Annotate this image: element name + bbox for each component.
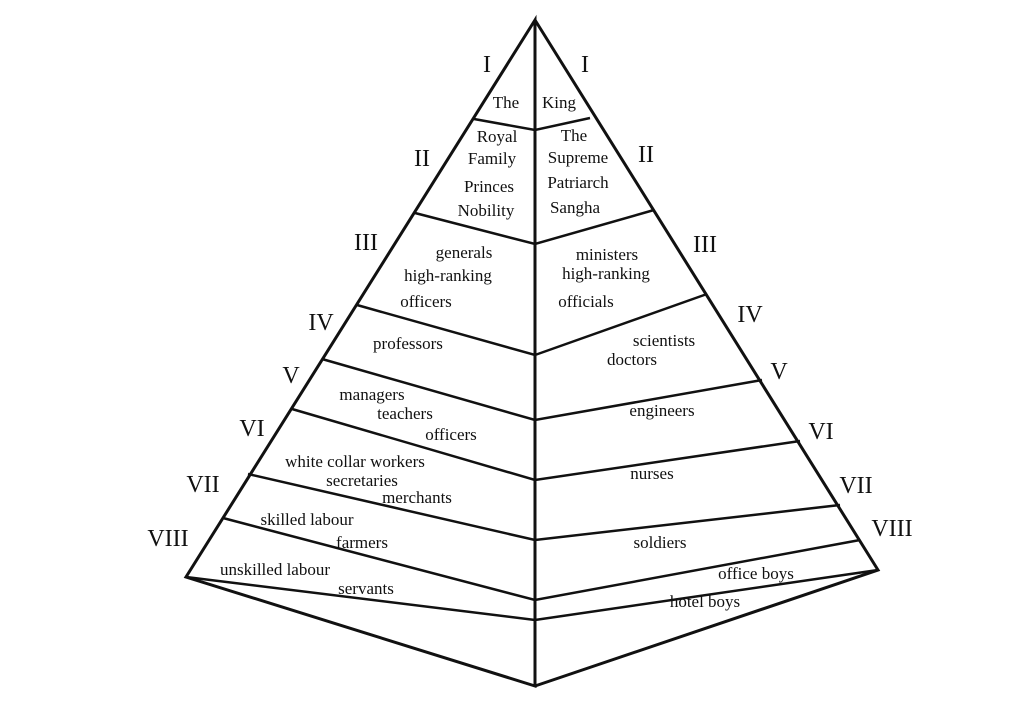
level-2-left-line-1: Royal xyxy=(477,127,518,146)
numerals-left: I II III IV V VI VII VIII xyxy=(147,52,491,552)
level-1-right-line-1: King xyxy=(542,93,577,112)
level-3-left-line-3: officers xyxy=(400,292,452,311)
numeral-left-4: IV xyxy=(308,310,334,336)
level-8-left-line-1: unskilled labour xyxy=(220,560,330,579)
level-4-right-line-1: scientists xyxy=(633,331,695,350)
numeral-right-4: IV xyxy=(737,302,763,328)
level-3-left-line-1: generals xyxy=(436,243,493,262)
level-3-labels: generals high-ranking officers ministers… xyxy=(400,243,650,311)
level-8-labels: unskilled labour servants office boys ho… xyxy=(220,560,794,611)
numeral-right-1: I xyxy=(581,52,589,78)
numeral-left-2: II xyxy=(414,146,430,172)
level-7-labels: skilled labour farmers soldiers xyxy=(260,510,686,552)
level-4-labels: professors scientists doctors xyxy=(373,331,695,369)
level-3-right-line-2: high-ranking xyxy=(562,264,650,283)
numeral-right-5: V xyxy=(770,359,788,385)
level-1-left-line-1: The xyxy=(493,93,519,112)
level-2-left-line-3: Princes xyxy=(464,177,514,196)
level-4-right-line-2: doctors xyxy=(607,350,657,369)
numeral-left-5: V xyxy=(282,363,300,389)
level-3-right-line-1: ministers xyxy=(576,245,638,264)
level-2-right-line-1: The xyxy=(561,126,587,145)
numerals-right: I II III IV V VI VII VIII xyxy=(581,52,913,542)
numeral-left-7: VII xyxy=(186,472,219,498)
level-2-right-line-4: Sangha xyxy=(550,198,601,217)
level-8-right-line-1: office boys xyxy=(718,564,794,583)
numeral-right-6: VI xyxy=(808,419,833,445)
numeral-left-3: III xyxy=(354,230,378,256)
level-5-left-line-2: teachers xyxy=(377,404,433,423)
level-4-left-line-1: professors xyxy=(373,334,443,353)
level-5-right-line-1: engineers xyxy=(629,401,694,420)
level-1-labels: The King xyxy=(493,93,577,112)
level-7-left-line-1: skilled labour xyxy=(260,510,353,529)
numeral-left-1: I xyxy=(483,52,491,78)
level-2-right-line-2: Supreme xyxy=(548,148,608,167)
level-6-left-line-3: merchants xyxy=(382,488,452,507)
level-5-left-line-1: managers xyxy=(339,385,404,404)
numeral-right-8: VIII xyxy=(871,516,912,542)
numeral-left-6: VI xyxy=(239,416,264,442)
numeral-right-2: II xyxy=(638,142,654,168)
level-7-right-line-1: soldiers xyxy=(634,533,687,552)
level-2-left-line-2: Family xyxy=(468,149,517,168)
level-8-left-line-2: servants xyxy=(338,579,394,598)
numeral-left-8: VIII xyxy=(147,526,188,552)
level-2-right-line-3: Patriarch xyxy=(547,173,609,192)
level-3-left-line-2: high-ranking xyxy=(404,266,492,285)
level-6-left-line-1: white collar workers xyxy=(285,452,425,471)
level-6-left-line-2: secretaries xyxy=(326,471,398,490)
level-6-labels: white collar workers secretaries merchan… xyxy=(285,452,674,507)
level-7-left-line-2: farmers xyxy=(336,533,388,552)
level-5-left-line-3: officers xyxy=(425,425,477,444)
numeral-right-7: VII xyxy=(839,473,872,499)
level-2-labels: Royal Family Princes Nobility The Suprem… xyxy=(458,126,610,220)
level-3-right-line-3: officials xyxy=(558,292,613,311)
level-2-left-line-4: Nobility xyxy=(458,201,515,220)
numeral-right-3: III xyxy=(693,232,717,258)
level-8-right-line-2: hotel boys xyxy=(670,592,740,611)
level-6-right-line-1: nurses xyxy=(630,464,673,483)
level-5-labels: managers teachers officers engineers xyxy=(339,385,694,444)
